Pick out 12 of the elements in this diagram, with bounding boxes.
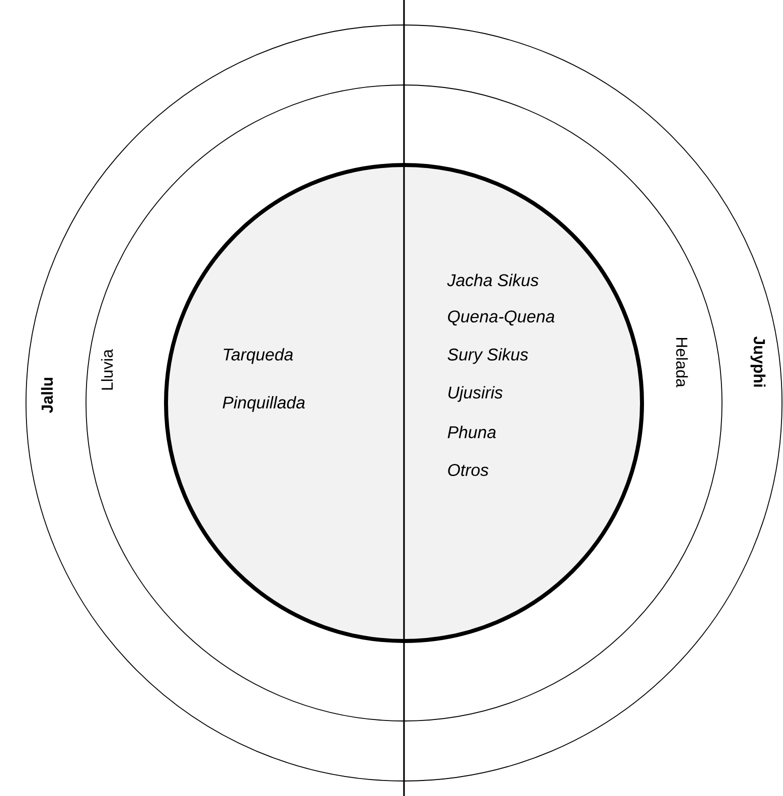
season-label: Jallu (41, 378, 53, 413)
instrument-label: Ujusiris (448, 386, 503, 402)
weather-label: Helada (676, 338, 688, 388)
weather-label: Lluvia (101, 349, 113, 390)
season-label: Juyphi (750, 336, 766, 387)
instrument-label: Pinquillada (222, 396, 305, 412)
instrument-label: Sury Sikus (448, 348, 528, 364)
instrument-label: Phuna (448, 426, 496, 438)
instrument-label: Tarqueda (224, 348, 293, 364)
instrument-label: Quena-Quena (448, 310, 554, 326)
instrument-label: Jacha Sikus (447, 274, 538, 286)
instrument-label: Otros (448, 464, 488, 476)
